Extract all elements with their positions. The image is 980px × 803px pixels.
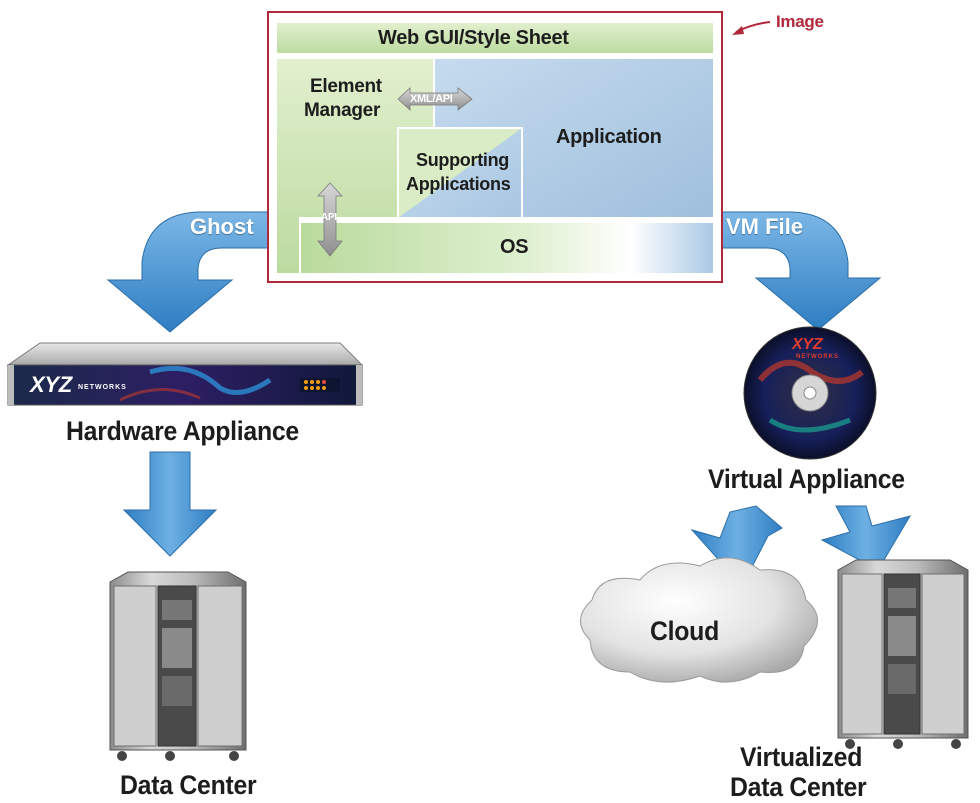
virtualized-data-center-line2: Data Center: [730, 772, 867, 802]
element-manager-label-line1: Element: [310, 76, 382, 97]
hardware-appliance-server: [6, 342, 364, 406]
supporting-applications-line2: Applications: [406, 174, 511, 194]
data-center-label: Data Center: [120, 770, 257, 800]
os-label: OS: [500, 236, 529, 258]
hardware-brand-sub: NETWORKS: [78, 384, 127, 391]
virtual-appliance-label: Virtual Appliance: [708, 464, 905, 494]
application-label: Application: [556, 126, 662, 148]
ghost-arrow-label: Ghost: [190, 214, 254, 239]
disc-brand-sub: NETWORKS: [796, 354, 839, 360]
software-stack-frame: [267, 11, 723, 283]
data-center-rack: [109, 571, 247, 761]
virtualized-data-center-line1: Virtualized: [740, 742, 863, 772]
cloud-label: Cloud: [650, 616, 719, 646]
element-manager-label-line2: Manager: [304, 100, 381, 121]
ghost-arrow: [106, 211, 269, 333]
api-label: API: [321, 212, 337, 223]
vm-file-arrow-label: VM File: [726, 214, 804, 239]
virtual-appliance-disc: [743, 326, 877, 460]
supporting-applications-line1: Supporting: [416, 150, 509, 170]
cloud-shape: [580, 557, 818, 683]
virtual-to-cloud-arrow: [690, 505, 783, 587]
virtual-to-virtualized-dc-arrow: [820, 505, 912, 571]
hardware-brand: XYZ: [30, 372, 72, 397]
hardware-appliance-label: Hardware Appliance: [66, 416, 299, 446]
xml-api-label: XML/API: [410, 93, 453, 105]
virtualized-data-center-rack: [837, 559, 969, 749]
image-callout-label: Image: [776, 12, 824, 31]
web-gui-label: Web GUI/Style Sheet: [378, 27, 569, 49]
image-callout-arrow: [732, 21, 771, 35]
disc-brand: XYZ: [792, 336, 823, 353]
vm-file-arrow: [721, 211, 882, 331]
hardware-to-datacenter-arrow: [122, 451, 218, 557]
